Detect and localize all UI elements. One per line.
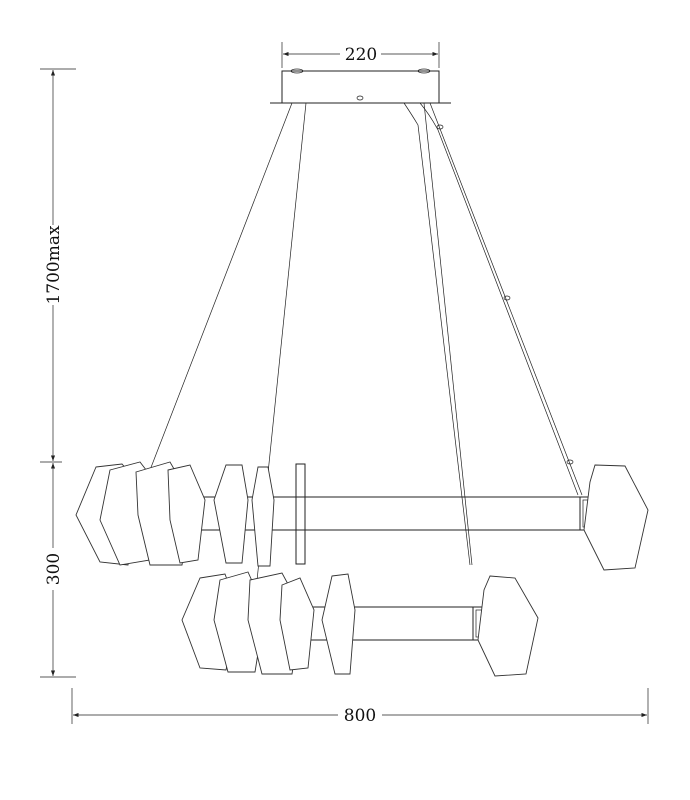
- suspension-cables: [149, 102, 583, 601]
- canopy: [270, 68, 451, 104]
- dimension-canopy-width: 220: [281, 42, 440, 68]
- dimension-height: 1700max 300: [40, 68, 76, 678]
- lower-ring: [181, 571, 539, 677]
- dimension-overall-width: 800: [71, 688, 649, 726]
- ring-height-label: 300: [44, 553, 64, 585]
- upper-ring: [75, 461, 649, 571]
- canopy-width-label: 220: [345, 45, 377, 65]
- overall-width-label: 800: [344, 706, 376, 726]
- max-height-label: 1700max: [44, 225, 64, 305]
